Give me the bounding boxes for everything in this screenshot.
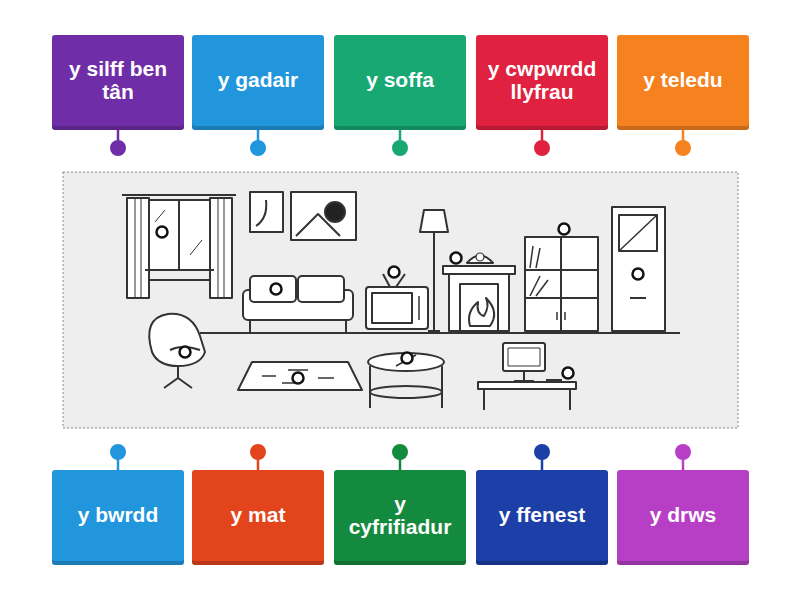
label-box: y silff ben tân — [52, 35, 184, 130]
label-text: y drws — [650, 504, 717, 526]
label-text: y ffenest — [499, 504, 585, 526]
label-text: y cyfrifiadur — [342, 493, 458, 537]
label-box: y mat — [192, 470, 324, 565]
label-box: y soffa — [334, 35, 466, 130]
label-text: y mat — [231, 504, 286, 526]
label-text: y gadair — [218, 69, 299, 91]
label-text: y soffa — [366, 69, 434, 91]
label-text: y cwpwrdd llyfrau — [484, 58, 600, 102]
label-box: y teledu — [617, 35, 749, 130]
label-text: y teledu — [643, 69, 722, 91]
label-box: y cwpwrdd llyfrau — [476, 35, 608, 130]
label-box: y cyfrifiadur — [334, 470, 466, 565]
label-text: y silff ben tân — [60, 58, 176, 102]
label-box: y bwrdd — [52, 470, 184, 565]
label-text: y bwrdd — [78, 504, 159, 526]
label-box: y gadair — [192, 35, 324, 130]
label-box: y drws — [617, 470, 749, 565]
label-box: y ffenest — [476, 470, 608, 565]
